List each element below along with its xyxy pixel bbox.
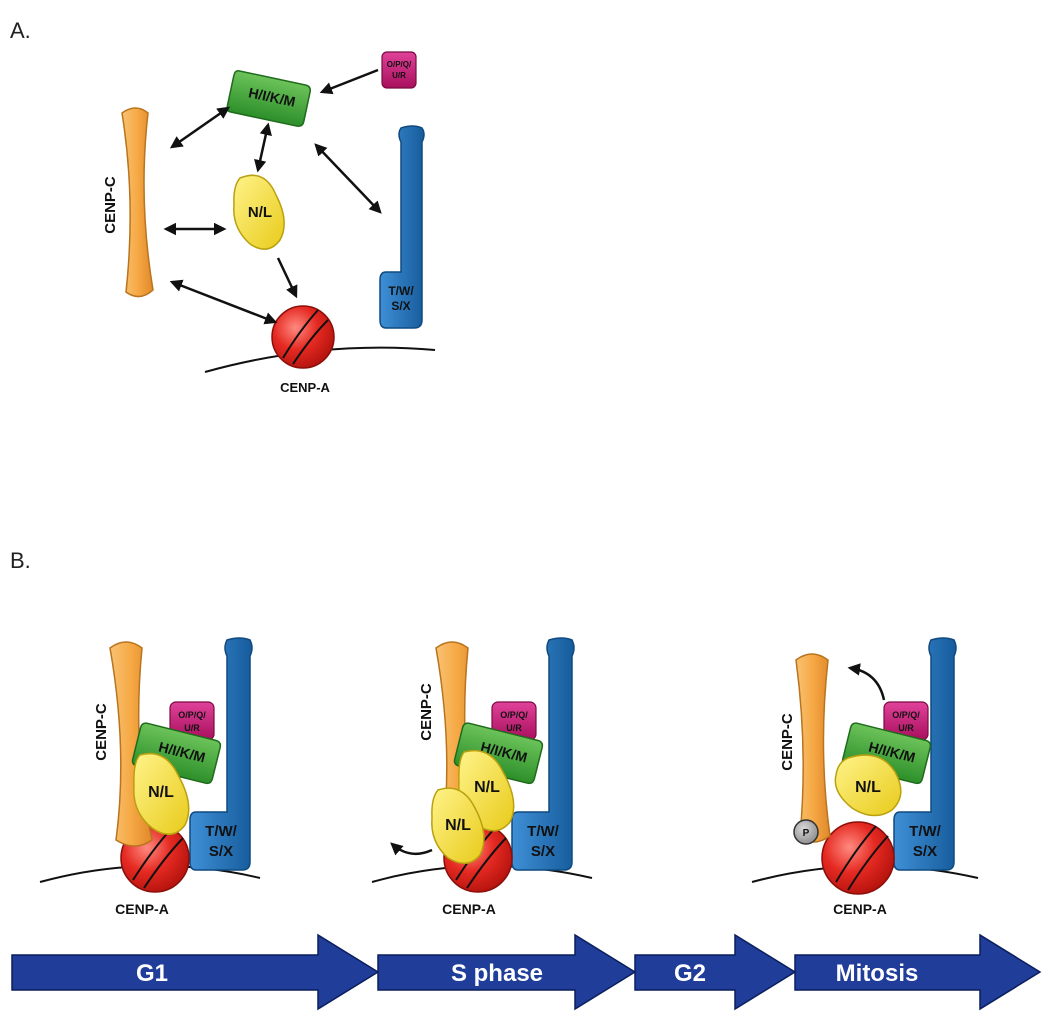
arrow-cenpc-cenpa [169,279,278,325]
arrow-hikm-nl [254,122,272,173]
tw-label-line2: S/X [913,843,937,860]
phospho-label: P [803,828,810,839]
tw-label-line1: T/W/ [909,823,941,840]
panel-a-label: A. [10,18,31,43]
nl-label: N/L [148,784,174,801]
panel-b-label: B. [10,548,31,573]
phase-label-g1: G1 [136,960,168,987]
nl-protein-exiting [431,787,485,864]
tw-label-line1: T/W/ [205,823,237,840]
opq-label-line1: O/P/Q/ [387,60,412,69]
opq-label-line2: U/R [506,723,522,733]
tw-label-line2: S/X [391,299,410,313]
opq-label-line2: U/R [898,723,914,733]
nucleosome-dna-wrap [847,835,889,891]
nucleosome-dna-wrap [292,319,329,365]
opq-label-line1: O/P/Q/ [892,710,920,720]
tw-label-line2: S/X [209,843,233,860]
opq-label-line2: U/R [184,723,200,733]
opq-label-line1: O/P/Q/ [500,710,528,720]
tw-protein [189,637,253,871]
nl-protein [133,752,190,835]
nl-label: N/L [445,817,471,834]
complex-s-phase: T/W/ S/X CENP-C O/P/Q/ U/R H/I/K/M N/L N… [371,637,593,917]
panel-a-diagram: CENP-C H/I/K/M O/P/Q/ U/R N/L T/W/ S/X C… [102,51,436,395]
phase-label-mitosis: Mitosis [836,960,919,987]
tw-protein [511,637,575,871]
nucleosome-dna-wrap [466,837,507,889]
arrow-cenpc-hikm [169,106,231,149]
cenp-a-label: CENP-A [442,901,496,917]
cenp-a-nucleosome [821,821,895,895]
cenp-a-label: CENP-A [833,901,887,917]
phase-arrow-mitosis [794,933,1042,1011]
tw-protein [893,637,957,871]
cenp-c-protein [795,653,831,843]
phase-label-g2: G2 [674,960,706,987]
cenp-c-label: CENP-C [93,703,110,761]
nl-label: N/L [855,779,881,796]
arrow-opq-hikm [319,68,379,95]
nucleosome-dna-wrap [282,309,319,359]
tw-protein [379,125,425,329]
arrow-hikm-tw [314,143,382,214]
opq-protein [381,51,417,89]
nl-protein [233,174,285,250]
phase-label-s-phase: S phase [451,960,543,987]
cenp-c-release-arrow [847,663,886,701]
opq-label-line1: O/P/Q/ [178,710,206,720]
tw-label-line2: S/X [531,843,555,860]
cenp-c-label: CENP-C [779,713,796,771]
nl-label: N/L [474,779,500,796]
nl-protein [834,754,902,817]
cenp-a-label: CENP-A [115,901,169,917]
nucleosome-dna-wrap [143,837,184,889]
phase-arrow-g2 [634,933,797,1011]
hikm-protein [226,69,311,128]
opq-label-line2: U/R [392,71,406,80]
cenp-a-nucleosome [271,305,335,369]
cell-cycle-arrows: G1 S phase G2 Mitosis [11,933,1042,1011]
phase-arrow-g1 [11,933,380,1011]
complex-mitosis: T/W/ S/X CENP-C P O/P/Q/ U/R H/I/K/M N/L… [751,637,979,917]
arrow-nl-cenpa [276,257,298,299]
phase-arrow-s-phase [377,933,637,1011]
tw-label-line1: T/W/ [527,823,559,840]
tw-label-line1: T/W/ [388,284,414,298]
nucleosome-dna-wrap [835,825,877,883]
cenp-c-label: CENP-C [418,683,435,741]
complex-g1: T/W/ S/X CENP-C O/P/Q/ U/R H/I/K/M N/L C… [39,637,261,917]
cenp-c-label: CENP-C [102,176,119,234]
cenp-a-label: CENP-A [280,380,330,395]
nl-label: N/L [248,204,272,221]
nl-exit-arrow [390,842,433,856]
phosphorylation-site [793,819,819,845]
cenp-c-protein [121,107,154,298]
